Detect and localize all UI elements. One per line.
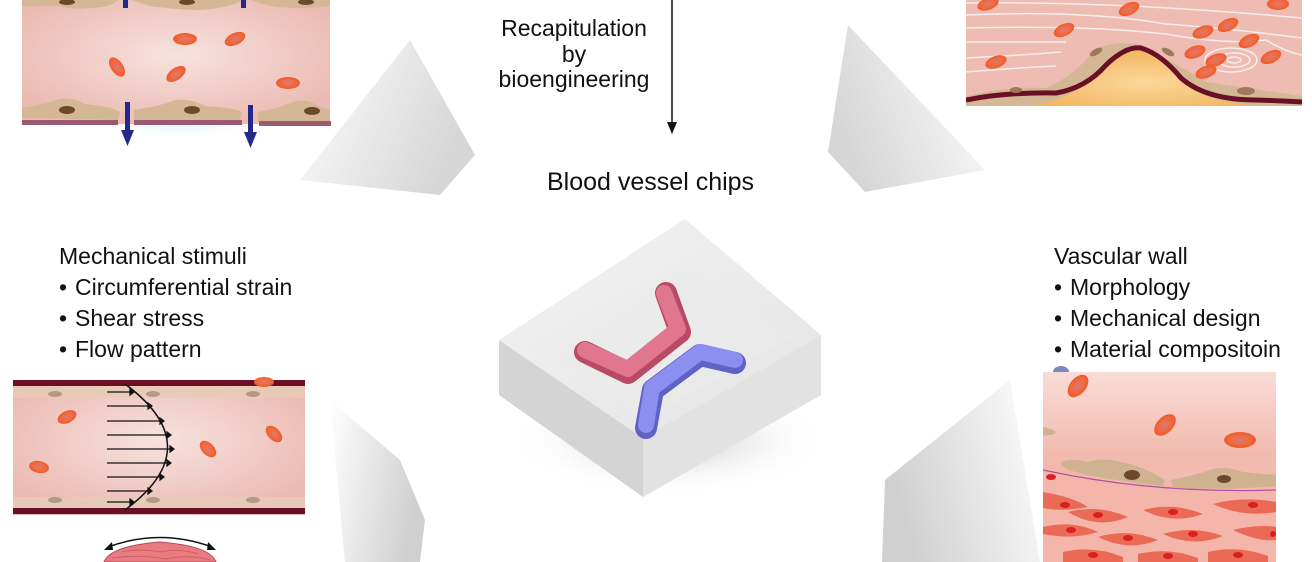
vascular-wall-illustration [1043,366,1277,562]
nuclei [48,391,260,503]
junction-arrow-shaft [123,0,128,8]
basement-membrane [259,121,331,126]
vascular-wall-item: Mechanical design [1054,303,1281,334]
internal-elastic-lamina [966,45,1302,105]
velocity-arrows-icon [107,387,175,507]
vascular-wall-item: Material compositoin [1054,334,1281,365]
blood-vessel-chip [499,219,830,497]
process-label-line: by [561,41,587,67]
flow-profile-illustration [13,377,305,562]
mechanical-stimuli-item: Flow pattern [59,334,292,365]
red-blood-cells [1067,374,1256,448]
blue-channel [635,344,746,439]
funnel-shape [828,25,985,192]
junction-arrow-shaft [241,0,246,8]
endothelial-cells-bottom [22,0,330,122]
down-arrow-icon [667,0,677,134]
vascular-wall-heading: Vascular wall [1054,243,1188,269]
mechanical-stimuli-item: Shear stress [59,303,292,334]
red-blood-cells [109,31,300,89]
internal-elastic-lamina [1043,469,1277,492]
funnel-shape [300,40,475,195]
vessel-wall-bottom [13,508,305,514]
vessel-wall-top [13,380,305,386]
mechanical-stimuli-item: Circumferential strain [59,272,292,303]
parabolic-profile [124,383,169,511]
process-label: Recapitulation by bioengineering [474,15,674,93]
basement-membrane [134,120,242,125]
chip-title: Blood vessel chips [547,168,755,196]
chip-side-right [643,335,821,497]
atherosclerosis-illustration [966,0,1302,106]
chip-side-left [499,340,643,497]
nuclei [1010,47,1255,95]
process-label-line: bioengineering [498,66,650,92]
mechanical-stimuli-panel: Mechanical stimuli Circumferential strai… [59,241,292,365]
basement-membrane [22,120,118,125]
plaque [1026,47,1266,106]
permeation-arrow-icon [121,102,257,148]
smooth-muscle-cells [1043,474,1276,562]
funnel-shape [330,400,425,562]
strain-arrow-icon [107,536,213,548]
red-blood-cells [977,0,1289,79]
red-channel [574,282,691,384]
mechanical-stimuli-heading: Mechanical stimuli [59,243,247,269]
process-label-line: Recapitulation [501,15,647,41]
vascular-wall-item: Morphology [1054,272,1281,303]
red-blood-cells [29,377,283,474]
vascular-wall-panel: Vascular wall Morphology Mechanical desi… [1054,241,1281,365]
funnel-shape [882,380,1040,562]
permeability-illustration [22,0,331,158]
